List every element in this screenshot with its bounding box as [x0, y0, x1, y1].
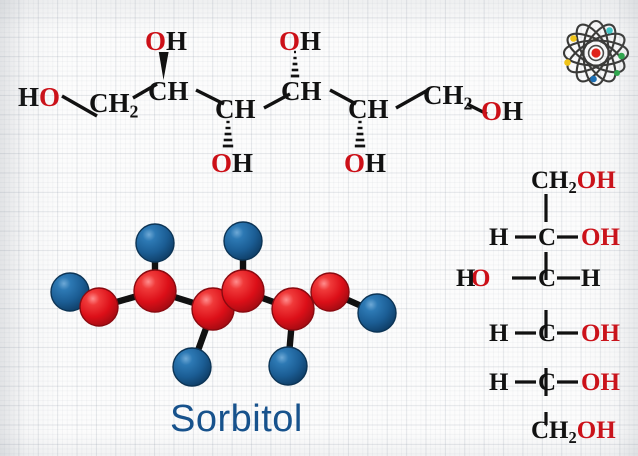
- hydrogen-glyph: H: [489, 369, 509, 396]
- stereo-bond-wedge: [158, 52, 169, 80]
- hydrogen-glyph: H: [166, 26, 188, 56]
- carbon-hydrogen-glyph: CH: [281, 76, 322, 106]
- hydrogen-glyph: H: [489, 224, 509, 251]
- fischer-row-3-left-ho-hydrogen: H: [456, 266, 475, 291]
- fischer-row-4-left-h: H: [489, 321, 508, 346]
- carbon-glyph: C: [538, 320, 557, 347]
- carbon-glyph: C: [538, 369, 557, 396]
- hydrogen-glyph: H: [489, 320, 509, 347]
- electron-dot: [614, 70, 620, 76]
- atom-nucleus: [591, 48, 601, 58]
- subscript-glyph: 2: [129, 101, 139, 122]
- fischer-row-5-left-h: H: [489, 370, 508, 395]
- fischer-row-4-carbon: C: [538, 321, 556, 346]
- fischer-row-3-left-ho: O: [471, 266, 490, 291]
- electron-dot: [618, 52, 625, 60]
- carbon-hydrogen-glyph: CH: [531, 167, 569, 194]
- electron-dot: [590, 75, 597, 83]
- skeletal-label-terminal-ho: HO: [18, 84, 60, 111]
- skeletal-hydroxyl-c2: OH: [145, 28, 187, 55]
- hydrogen-glyph: H: [18, 82, 40, 112]
- hydrogen-glyph: H: [232, 148, 254, 178]
- carbon-hydrogen-glyph: CH: [215, 94, 256, 124]
- fischer-row-2-right-oh: OH: [581, 225, 620, 250]
- oxygen-sphere: [223, 221, 263, 261]
- stereo-bond-hashed: [354, 120, 366, 148]
- hydroxyl-glyph: OH: [581, 224, 620, 251]
- fischer-row-5-right-oh: OH: [581, 370, 620, 395]
- fischer-row-terminal-bottom: CH2OH: [531, 418, 616, 446]
- oxygen-glyph: O: [211, 148, 233, 178]
- carbon-sphere: [271, 287, 315, 331]
- oxygen-glyph: O: [481, 96, 503, 126]
- hydrogen-glyph: H: [581, 265, 601, 292]
- oxygen-sphere: [172, 347, 212, 387]
- hydrogen-glyph: H: [300, 26, 322, 56]
- fischer-row-3-right-h: H: [581, 266, 600, 291]
- hydrogen-glyph: H: [456, 265, 476, 292]
- oxygen-sphere: [268, 346, 308, 386]
- hydroxyl-glyph: OH: [581, 369, 620, 396]
- hydrogen-glyph: H: [365, 148, 387, 178]
- carbon-sphere: [79, 287, 119, 327]
- oxygen-glyph: O: [279, 26, 301, 56]
- electron-dot: [606, 27, 613, 34]
- carbon-glyph: C: [538, 224, 557, 251]
- stereo-bond-hashed: [222, 120, 234, 148]
- skeletal-label-c6: CH2: [423, 82, 472, 113]
- subscript-glyph: 2: [568, 427, 577, 447]
- hydrogen-glyph: H: [502, 96, 524, 126]
- subscript-glyph: 2: [568, 177, 577, 197]
- carbon-sphere: [133, 269, 177, 313]
- hydroxyl-glyph: OH: [576, 167, 616, 194]
- skeletal-hydroxyl-c5: OH: [344, 150, 386, 177]
- skeletal-hydroxyl-c3: OH: [211, 150, 253, 177]
- fischer-row-2-carbon: C: [538, 225, 556, 250]
- oxygen-sphere: [135, 223, 175, 263]
- electron-dot: [564, 59, 571, 66]
- carbon-hydrogen-glyph: CH: [531, 417, 569, 444]
- skeletal-label-c2: CH: [148, 78, 189, 105]
- oxygen-spheres: [50, 221, 397, 387]
- stereo-bond-hashed: [290, 50, 300, 78]
- oxygen-glyph: O: [145, 26, 167, 56]
- oxygen-sphere: [357, 293, 397, 333]
- skeletal-label-c3: CH: [215, 96, 256, 123]
- carbon-hydrogen-glyph: CH: [89, 88, 130, 118]
- subscript-glyph: 2: [463, 93, 473, 114]
- oxygen-glyph: O: [344, 148, 366, 178]
- carbon-hydrogen-glyph: CH: [148, 76, 189, 106]
- electron-dot: [570, 35, 577, 42]
- carbon-sphere: [221, 269, 265, 313]
- oxygen-glyph: O: [39, 82, 61, 112]
- skeletal-label-c4: CH: [281, 78, 322, 105]
- fischer-row-2-left-h: H: [489, 225, 508, 250]
- carbon-spheres: [79, 269, 350, 331]
- fischer-row-terminal-top: CH2OH: [531, 168, 616, 196]
- skeletal-label-c1: CH2: [89, 90, 138, 121]
- fischer-row-3-carbon: C: [538, 266, 556, 291]
- carbon-sphere: [310, 272, 350, 312]
- oxygen-glyph: O: [471, 265, 491, 292]
- skeletal-label-terminal-oh: OH: [481, 98, 523, 125]
- carbon-hydrogen-glyph: CH: [423, 80, 464, 110]
- carbon-hydrogen-glyph: CH: [348, 94, 389, 124]
- skeletal-hydroxyl-c4: OH: [279, 28, 321, 55]
- fischer-row-5-carbon: C: [538, 370, 556, 395]
- carbon-glyph: C: [538, 265, 557, 292]
- skeletal-label-c5: CH: [348, 96, 389, 123]
- fischer-row-4-right-oh: OH: [581, 321, 620, 346]
- page-title: Sorbitol: [170, 398, 303, 440]
- hydroxyl-glyph: OH: [581, 320, 620, 347]
- hydroxyl-glyph: OH: [576, 417, 616, 444]
